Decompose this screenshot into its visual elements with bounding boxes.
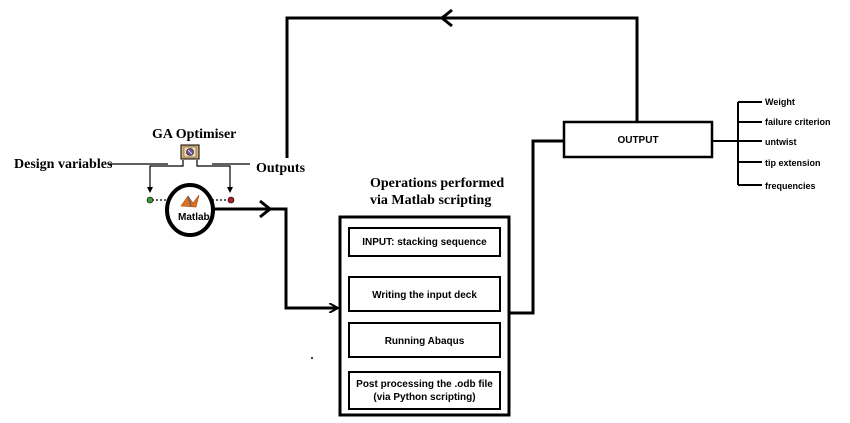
output-item-frequencies: frequencies [765,181,816,191]
step-post-process-line2: (via Python scripting) [373,392,475,403]
optimiser-title: GA Optimiser [152,127,236,142]
operations-title-line1: Operations performed [370,176,504,191]
step-box-write-deck [348,276,501,312]
step-run-abaqus-text: Running Abaqus [385,336,465,347]
operations-to-output-line [509,139,564,315]
input-port-dot [146,196,154,204]
input-bracket [147,160,184,193]
output-item-untwist: untwist [765,137,797,147]
matlab-icon [180,194,200,208]
output-bracket [196,160,233,193]
output-item-tip-extension: tip extension [765,158,821,168]
output-label: OUTPUT [617,135,658,146]
step-box-input [348,227,501,257]
step-input-text: INPUT: stacking sequence [362,237,487,248]
output-port-dot [227,196,235,204]
step-box-post-process [348,371,501,410]
design-variables-label: Design variables [14,157,113,172]
step-write-deck-text: Writing the input deck [372,290,477,301]
feedback-loop-line [285,16,639,158]
output-item-weight: Weight [765,97,795,107]
stray-dot [311,357,313,359]
output-item-failure-criterion: failure criterion [765,117,831,127]
feedback-arrowhead-icon [439,8,453,28]
outputs-label: Outputs [256,161,306,176]
matlab-label: Matlab [178,212,210,223]
operations-title-line2: via Matlab scripting [370,193,491,208]
matlab-node [165,183,215,237]
matlab-out-arrowhead-icon [259,199,273,219]
output-box [562,120,714,159]
step-post-process-line1: Post processing the .odb file [356,379,493,390]
step-box-run-abaqus [348,322,501,358]
matlab-to-operations-line [214,207,337,308]
ga-optimiser-icon [180,144,200,160]
